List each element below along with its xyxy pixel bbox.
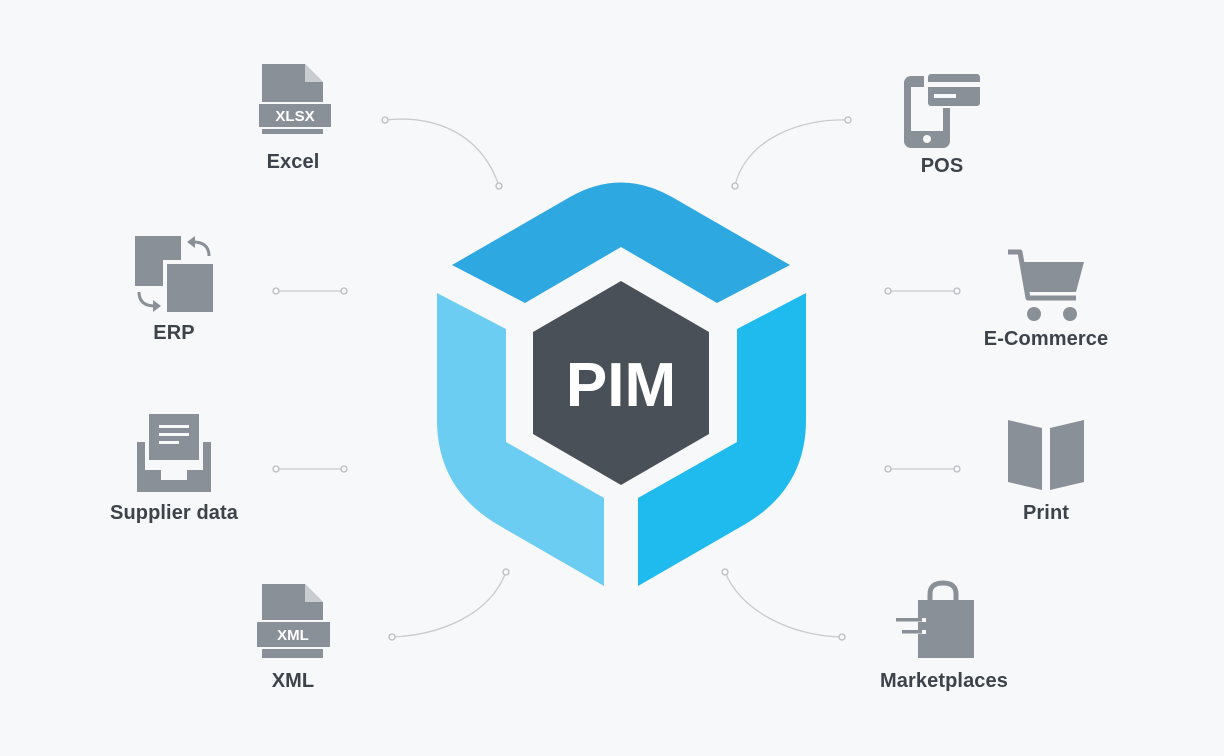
shopping-bag-icon: [896, 580, 974, 658]
open-book-icon: [1008, 420, 1084, 490]
channel-label-ecommerce: E-Commerce: [983, 328, 1109, 350]
channel-ecommerce: [1006, 248, 1086, 324]
hub-label: PIM: [566, 351, 676, 420]
cube-top-face: [452, 182, 790, 303]
cube-left-face: [437, 293, 604, 586]
source-supplier: [135, 412, 213, 494]
channel-label-print: Print: [1022, 502, 1070, 524]
source-label-supplier: Supplier data: [110, 502, 238, 524]
channel-label-marketplaces: Marketplaces: [880, 670, 1008, 692]
source-xml: XML: [253, 582, 333, 662]
connector-xml: [391, 571, 507, 638]
xlsx-badge: XLSX: [275, 108, 314, 125]
channel-marketplaces: [896, 580, 978, 660]
hub-hexagon: [533, 281, 709, 485]
channel-pos: [902, 70, 982, 150]
pos-terminal-icon: [904, 70, 982, 148]
source-label-xml: XML: [271, 670, 315, 692]
cube-right-face: [638, 293, 806, 586]
channel-print: [1006, 418, 1086, 492]
source-erp: [133, 234, 217, 316]
source-label-erp: ERP: [153, 322, 195, 344]
shopping-cart-icon: [1008, 249, 1084, 321]
channel-label-pos: POS: [920, 155, 964, 177]
connector-marketplaces: [724, 571, 843, 638]
sync-documents-icon: [135, 236, 215, 314]
source-excel: XLSX: [255, 62, 335, 138]
connector-pos: [734, 119, 849, 187]
connector-excel: [384, 118, 500, 187]
xml-file-icon: XML: [254, 584, 332, 658]
xlsx-file-icon: XLSX: [256, 64, 332, 134]
source-label-excel: Excel: [266, 151, 320, 173]
inbox-tray-icon: [137, 414, 211, 492]
xml-badge: XML: [277, 627, 309, 644]
